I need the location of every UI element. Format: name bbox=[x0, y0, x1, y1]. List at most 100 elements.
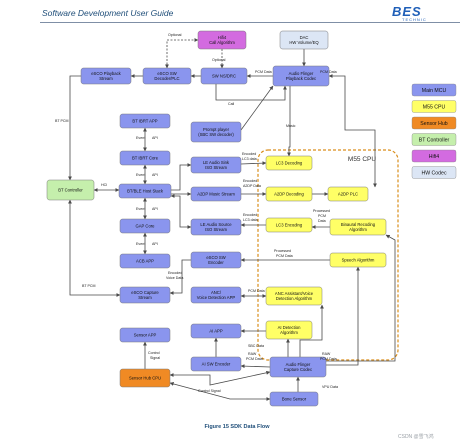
block-anc-app-label: ANC/ bbox=[211, 290, 222, 295]
edge-label-bt-pcm-bottom: BT PCM bbox=[82, 284, 96, 288]
edge-label-event4: Event bbox=[136, 242, 145, 246]
block-speech-box bbox=[329, 252, 387, 268]
block-anc-app-label: Voice Detection APP bbox=[197, 295, 236, 300]
block-anc-detection-box bbox=[265, 286, 323, 306]
edge-label-processed-pcm-b1: Processed bbox=[274, 249, 291, 253]
block-bt-ibrt-core-label: BT IBRT Core bbox=[132, 155, 159, 160]
block-bt-ibrt-app-label: BT IBRT APP bbox=[132, 118, 157, 123]
edge-label-event2: Event bbox=[136, 173, 145, 177]
edge-label-event1: Event bbox=[136, 136, 145, 140]
bes-logo: BES TECHNIC bbox=[392, 4, 454, 22]
block-bt-ibrt-core: BT IBRT Core bbox=[119, 150, 171, 166]
legend-item-hw-codec: HW Codec bbox=[411, 166, 457, 179]
document-header-title: Software Development User Guide bbox=[42, 8, 174, 18]
block-esco-playback-label: eSCO Playback bbox=[91, 71, 121, 76]
block-a2dp-stream: A2DP Music Stream bbox=[190, 186, 242, 202]
block-bt-controller-box bbox=[46, 179, 95, 201]
block-a2dp-decoding-label: A2DP Decoding bbox=[274, 191, 304, 196]
block-anc-app: ANC/Voice Detection APP bbox=[190, 286, 242, 304]
block-esco-playback-box bbox=[80, 67, 132, 85]
block-binaural-box bbox=[329, 218, 387, 236]
block-sensor-hub-cpu-box bbox=[119, 368, 171, 388]
block-ai-app-box bbox=[190, 323, 242, 339]
edge-label-api2: API bbox=[152, 173, 158, 177]
edge-label-api3: API bbox=[152, 207, 158, 211]
block-a2dp-stream-box bbox=[190, 186, 242, 202]
block-capture-codec-box bbox=[269, 356, 327, 378]
edge-lesink-lc3dec bbox=[240, 161, 267, 166]
edge-stack-lesink bbox=[171, 163, 192, 191]
edge-label-call: Call bbox=[228, 102, 234, 106]
block-a2dp-stream-label: A2DP Music Stream bbox=[197, 191, 235, 196]
block-speech-label: Speech Algorithm bbox=[342, 257, 375, 262]
block-gap-core-box bbox=[119, 218, 171, 234]
edge-capture-encoder bbox=[240, 364, 271, 369]
block-ai-encoder-label: AI SW Encoder bbox=[202, 361, 231, 366]
block-anc-app-box bbox=[190, 286, 242, 304]
block-lc3-encoding: LC3 Encoding bbox=[265, 217, 313, 233]
legend-swatch bbox=[411, 133, 457, 146]
block-gap-core-label: GAP Core bbox=[135, 223, 155, 228]
edge-label-processed-pcm-2: PCM bbox=[318, 214, 326, 218]
edge-label-encoded-lc3b-1: Encoded bbox=[243, 213, 257, 217]
block-ai-detection-label: AI Detection bbox=[278, 325, 301, 330]
block-acb-app-label: ACB APP bbox=[136, 258, 154, 263]
edge-label-optional-top: Optional bbox=[168, 33, 182, 37]
logo-subtext: TECHNIC bbox=[402, 17, 427, 22]
legend-swatch bbox=[411, 83, 457, 97]
edge-call bbox=[215, 84, 287, 101]
edge-label-music: Music bbox=[286, 124, 296, 128]
block-speech: Speech Algorithm bbox=[329, 252, 387, 268]
block-bt-controller: BT Controller bbox=[46, 179, 95, 201]
edge-label-optional-mid: Optional bbox=[212, 58, 226, 62]
block-capture-codec-label: Audio Flinger bbox=[286, 362, 311, 367]
edge-label-bt-pcm-top: BT PCM bbox=[55, 119, 69, 123]
block-esco-encoder-box bbox=[190, 251, 242, 269]
legend-label: Sensor Hub bbox=[420, 121, 448, 127]
block-a2dp-plc-box bbox=[327, 186, 369, 202]
block-playback-codec-box bbox=[272, 65, 330, 87]
legend-item-sensor-hub: Sensor Hub bbox=[411, 116, 457, 130]
legend-item-hifi4: Hifi4 bbox=[411, 149, 457, 163]
block-sensor-hub-cpu: Sensor Hub CPU bbox=[119, 368, 171, 388]
block-lc3-decoding: LC3 Decoding bbox=[265, 155, 313, 171]
edge-sensorhub-bone bbox=[169, 382, 271, 401]
block-a2dp-plc: A2DP PLC bbox=[327, 186, 369, 202]
block-bt-ibrt-app: BT IBRT APP bbox=[119, 113, 171, 129]
block-ai-encoder: AI SW Encoder bbox=[190, 356, 242, 372]
block-dac-label: HW Volume/EQ bbox=[289, 40, 319, 45]
block-le-sink-box bbox=[190, 156, 242, 174]
edge-music bbox=[287, 86, 291, 157]
block-esco-sw-decoder-label: eSCO SW bbox=[157, 71, 176, 76]
block-ai-detection-box bbox=[265, 320, 313, 340]
block-ai-encoder-box bbox=[190, 356, 242, 372]
edge-pcm-data bbox=[328, 74, 377, 188]
block-esco-capture-box bbox=[119, 286, 171, 304]
block-ai-detection-label: Algorithm bbox=[280, 330, 298, 335]
edge-label-vpu-data: VPU Data bbox=[322, 385, 338, 389]
block-prompt-player-label: (SBC SW decoder) bbox=[198, 132, 234, 137]
block-gap-core: GAP Core bbox=[119, 218, 171, 234]
block-bone-sensor: Bone Sensor bbox=[269, 391, 319, 407]
edge-label-processed-pcm-3: Data bbox=[318, 219, 326, 223]
block-host-stack-label: BT/BLE Host Stack bbox=[127, 188, 164, 193]
m55-cpu-region-label: M55 CPU bbox=[348, 156, 376, 163]
block-le-source-label: LE Audio Source bbox=[200, 222, 232, 227]
edge-label-api4: API bbox=[152, 242, 158, 246]
figure-caption: Figure 15 SDK Data Flow bbox=[204, 424, 270, 430]
edge-label-encoded-voice-2: Voice Data bbox=[166, 276, 183, 280]
edge-label-sbc-data: SBC Data bbox=[248, 344, 264, 348]
edge-label-raw-pcm-2: PCM Data bbox=[246, 357, 263, 361]
block-acb-app-box bbox=[119, 253, 171, 269]
block-dac-label: DAC bbox=[300, 35, 309, 40]
block-esco-encoder-label: eSCO SW bbox=[206, 255, 225, 260]
block-sw-ns-drc-label: SW NS/DRC bbox=[212, 73, 236, 78]
edge-label-encoded-a2dp-1: Encoded bbox=[243, 179, 257, 183]
edge-control-capture bbox=[169, 370, 271, 386]
block-sensor-hub-cpu-label: Sensor Hub CPU bbox=[129, 375, 161, 380]
